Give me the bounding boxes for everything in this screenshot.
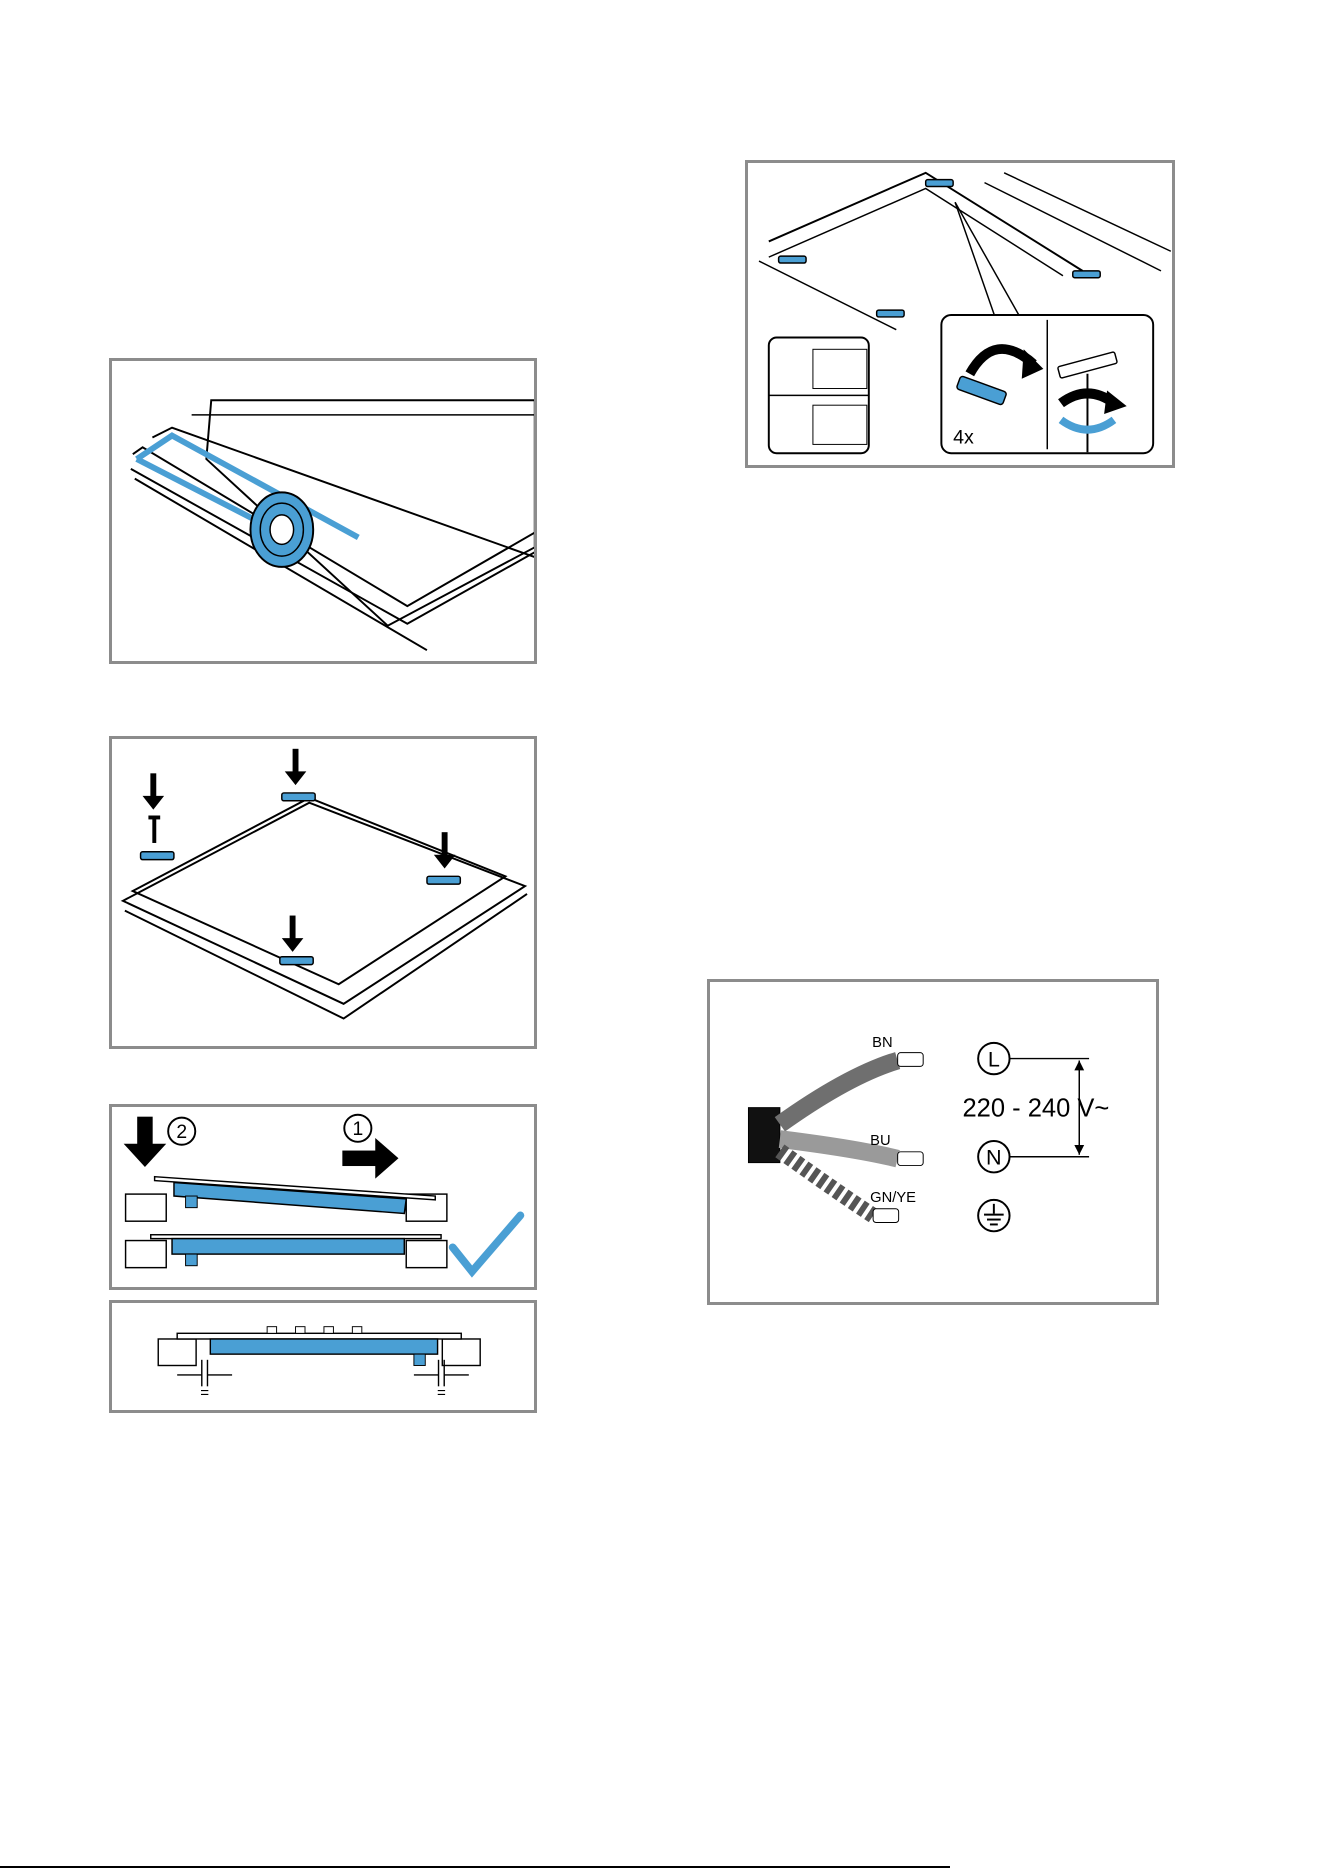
right-arrow-icon (342, 1138, 398, 1179)
clip-count-label: 4x (953, 426, 974, 448)
ground-icon (978, 1200, 1009, 1231)
step-two-number: 2 (176, 1121, 187, 1143)
figure-wiring: BN BU GN/YE L N 220 - 240 V~ (707, 979, 1159, 1305)
wire-label-bn: BN (872, 1035, 892, 1051)
footer-rule (0, 1866, 950, 1868)
step-one-number: 1 (352, 1118, 363, 1140)
gap-check-illustration: = = (112, 1303, 534, 1410)
clip-installation-illustration: 4x (748, 163, 1172, 465)
wire-brown (780, 1061, 898, 1125)
terminal-label-n: N (986, 1145, 1002, 1170)
terminal-label-l: L (988, 1046, 1000, 1071)
wiring-illustration: BN BU GN/YE L N 220 - 240 V~ (710, 982, 1156, 1302)
down-arrow-icon (124, 1117, 167, 1167)
cable-sheath (748, 1108, 779, 1163)
wire-label-gnye: GN/YE (870, 1190, 916, 1206)
figure-gap-check: = = (109, 1300, 537, 1413)
clip-icon (779, 180, 1101, 317)
wire-label-bu: BU (870, 1133, 890, 1149)
figure-fit-clips (109, 736, 537, 1049)
slide-in-illustration: 2 1 (112, 1107, 534, 1287)
check-icon (453, 1215, 521, 1271)
sealing-tape-illustration (112, 361, 534, 661)
fit-clips-illustration (112, 739, 534, 1046)
figure-slide-in: 2 1 (109, 1104, 537, 1290)
voltage-label: 220 - 240 V~ (962, 1094, 1109, 1122)
wire-earth (780, 1151, 873, 1216)
gap-mark-left: = (200, 1385, 209, 1402)
gap-mark-right: = (437, 1385, 446, 1402)
figure-clip-installation: 4x (745, 160, 1175, 468)
figure-sealing-tape (109, 358, 537, 664)
